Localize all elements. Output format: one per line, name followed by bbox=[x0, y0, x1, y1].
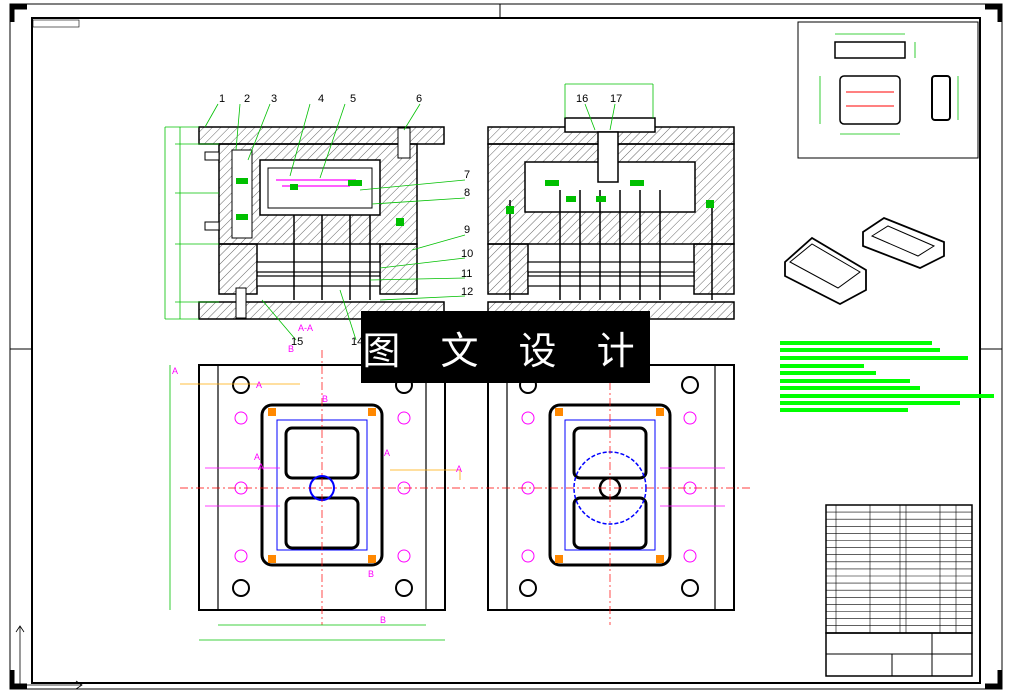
section-mark-b-3: B bbox=[368, 569, 374, 579]
part-number-1: 1 bbox=[219, 93, 225, 105]
section-mark-a-2: A bbox=[256, 380, 262, 390]
plan-view-right bbox=[470, 350, 750, 625]
part-number-11: 11 bbox=[461, 268, 472, 280]
part-number-2: 2 bbox=[244, 93, 250, 105]
part-number-7: 7 bbox=[464, 169, 470, 181]
technical-notes-block bbox=[780, 341, 994, 412]
watermark-banner: 图 文 设 计 bbox=[361, 311, 650, 383]
section-view-right: 16 17 bbox=[487, 83, 735, 320]
sheet-outer-border bbox=[9, 3, 1003, 690]
part-number-3: 3 bbox=[271, 93, 277, 105]
watermark-text: 图 文 设 计 bbox=[362, 328, 649, 373]
part-number-8: 8 bbox=[464, 187, 470, 199]
corner-markers bbox=[9, 4, 1003, 689]
title-block bbox=[825, 504, 973, 677]
plan-view-left: A A A A B B B B A A bbox=[169, 344, 465, 641]
section-mark-b-1: B bbox=[288, 344, 294, 354]
part-number-17: 17 bbox=[610, 93, 622, 105]
section-mark-a-1: A bbox=[172, 366, 178, 376]
part-number-12: 12 bbox=[461, 286, 473, 298]
part-number-14: 14 bbox=[351, 336, 363, 348]
part-number-9: 9 bbox=[464, 224, 470, 236]
section-mark-a-6: A bbox=[258, 462, 264, 472]
ucs-axis-icon bbox=[15, 625, 83, 690]
drawing-code-box bbox=[32, 19, 80, 28]
part-detail-inset bbox=[797, 21, 979, 159]
part-number-6: 6 bbox=[416, 93, 422, 105]
part-number-16: 16 bbox=[576, 93, 588, 105]
section-view-left bbox=[164, 103, 466, 341]
section-mark-b-4: B bbox=[380, 615, 386, 625]
part-labels-left: 1 2 3 4 5 6 7 8 9 10 11 12 14 15 A-A bbox=[219, 93, 473, 348]
section-label-aa: A-A bbox=[298, 323, 313, 333]
isometric-views bbox=[784, 216, 945, 306]
part-number-10: 10 bbox=[461, 248, 473, 260]
section-mark-a-4: A bbox=[456, 464, 462, 474]
section-mark-a-3: A bbox=[384, 448, 390, 458]
part-number-5: 5 bbox=[350, 93, 356, 105]
section-mark-b-2: B bbox=[322, 394, 328, 404]
sheet-inner-border bbox=[31, 17, 981, 684]
part-number-4: 4 bbox=[318, 93, 324, 105]
part-number-15: 15 bbox=[291, 336, 303, 348]
section-mark-a-5: A bbox=[254, 452, 260, 462]
